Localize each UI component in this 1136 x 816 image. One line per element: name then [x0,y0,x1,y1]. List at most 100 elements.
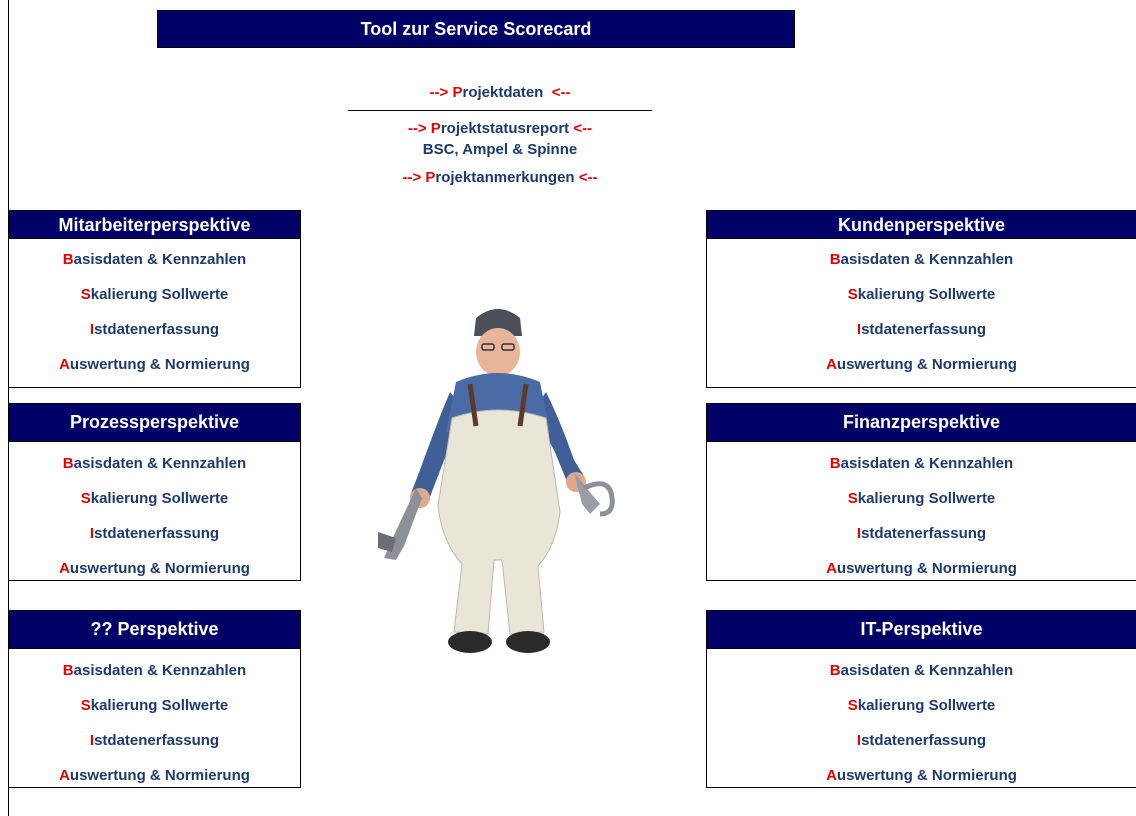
item-label: uswertung & Normierung [836,560,1017,577]
link-label: rojektanmerkungen [435,169,575,186]
statusreport-subtitle[interactable]: BSC, Ampel & Spinne [422,141,578,158]
item-label: stdatenerfassung [94,732,220,749]
workman-with-wrenches-icon [378,300,618,662]
item-initial: B [62,662,74,679]
item-label: kalierung Sollwerte [857,490,996,507]
item-initial: S [80,490,91,507]
item-label: kalierung Sollwerte [90,286,229,303]
item-initial: S [80,286,91,303]
arrow-prefix: --> [407,120,427,137]
link-initial: P [452,84,463,101]
item-label: stdatenerfassung [94,321,220,338]
item-initial: A [826,560,837,577]
item-label: kalierung Sollwerte [90,490,229,507]
item-initial: S [847,286,858,303]
page-title: Tool zur Service Scorecard [157,10,795,48]
item-initial: I [89,525,95,542]
item-initial: A [59,560,70,577]
item-initial: A [826,767,837,784]
arrow-suffix: <-- [578,169,598,186]
item-initial: A [826,356,837,373]
panel-title: ?? Perspektive [9,611,300,649]
panel-title: IT-Perspektive [707,611,1136,649]
panel-title: Finanzperspektive [707,404,1136,442]
item-label: kalierung Sollwerte [857,286,996,303]
page-title-text: Tool zur Service Scorecard [360,18,592,39]
panel-title: Mitarbeiterperspektive [9,211,300,239]
arrow-suffix: <-- [573,120,593,137]
item-initial: S [847,697,858,714]
item-label: asisdaten & Kennzahlen [840,662,1014,679]
item-label: stdatenerfassung [861,321,987,338]
item-label: stdatenerfassung [94,525,220,542]
item-initial: I [89,732,95,749]
item-label: uswertung & Normierung [69,560,250,577]
item-initial: S [847,490,858,507]
item-label: asisdaten & Kennzahlen [73,662,247,679]
link-projektanmerkungen[interactable]: --> Projektanmerkungen <-- [300,169,700,186]
item-label: asisdaten & Kennzahlen [840,455,1014,472]
link-initial: P [430,120,441,137]
item-initial: B [62,455,74,472]
link-label: rojektstatusreport [440,120,570,137]
project-links: --> Projektdaten <-- --> Projektstatusre… [300,84,700,186]
item-initial: B [829,662,841,679]
panel-title: Kundenperspektive [707,211,1136,239]
item-initial: S [80,697,91,714]
item-label: stdatenerfassung [861,732,987,749]
item-label: kalierung Sollwerte [90,697,229,714]
link-label: rojektdaten [462,84,544,101]
item-initial: A [59,356,70,373]
link-projektstatusreport[interactable]: --> Projektstatusreport <-- [300,120,700,137]
item-label: uswertung & Normierung [836,767,1017,784]
item-initial: B [62,251,74,268]
panel-title: Prozessperspektive [9,404,300,442]
item-label: uswertung & Normierung [69,767,250,784]
item-label: asisdaten & Kennzahlen [73,455,247,472]
item-initial: A [59,767,70,784]
item-initial: B [829,251,841,268]
link-projektdaten[interactable]: --> Projektdaten <-- [300,84,700,101]
arrow-suffix: <-- [551,84,571,101]
item-initial: B [829,455,841,472]
divider [348,110,652,111]
item-label: kalierung Sollwerte [857,697,996,714]
item-initial: I [856,732,862,749]
